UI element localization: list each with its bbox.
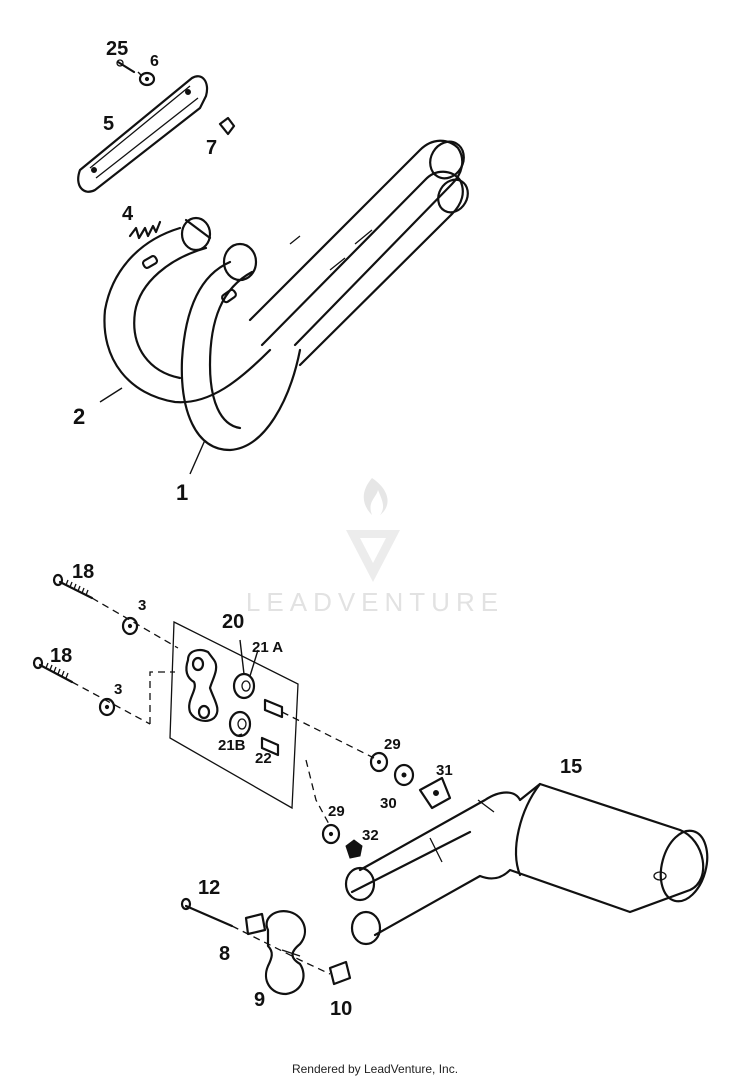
washer-29-lower-part	[321, 823, 341, 845]
leadventure-watermark: LEADVENTURE	[246, 478, 504, 617]
flame-logo-icon	[363, 478, 388, 515]
header-collector-part	[248, 139, 469, 367]
spring-4-part	[128, 220, 162, 240]
bolt-18-lower-part	[32, 656, 74, 684]
callout-20: 20	[222, 611, 244, 633]
callout-3-lower: 3	[114, 681, 122, 698]
render-credit-footer: Rendered by LeadVenture, Inc.	[291, 1062, 459, 1076]
callout-31: 31	[436, 762, 453, 779]
washer-30-part	[393, 763, 415, 787]
callout-29-upper: 29	[384, 736, 401, 753]
leader-lines	[71, 71, 375, 975]
callout-9: 9	[254, 989, 265, 1011]
bolt-18-upper-part	[52, 573, 94, 600]
callout-29-lower: 29	[328, 803, 345, 820]
callout-21a: 21 A	[252, 639, 283, 656]
header-pipe-2-part	[103, 216, 272, 404]
callout-8: 8	[219, 943, 230, 965]
callout-25: 25	[106, 38, 128, 60]
callout-21b: 21B	[218, 737, 246, 754]
callout-5: 5	[103, 113, 114, 135]
callout-6: 6	[150, 53, 159, 70]
nut-32-part	[345, 839, 363, 859]
clip-31-part	[418, 776, 452, 810]
clamp-9-part	[264, 910, 307, 996]
callout-12: 12	[198, 877, 220, 899]
v-logo-icon	[346, 530, 400, 582]
callout-15: 15	[560, 756, 582, 778]
callout-3-upper: 3	[138, 597, 146, 614]
washer-6-part	[138, 71, 156, 87]
callout-7: 7	[206, 137, 217, 159]
watermark-text: LEADVENTURE	[246, 587, 504, 617]
heat-shield-part	[77, 75, 209, 193]
callouts: 1 2 25 6 5 7 4 18 3 20 21 A 18 3 21B 22 …	[50, 38, 582, 1020]
pin-10-part	[328, 960, 352, 986]
bolt-25-part	[116, 59, 136, 74]
callout-10: 10	[330, 998, 352, 1020]
callout-1: 1	[176, 480, 188, 505]
muffler-15-part	[344, 782, 709, 946]
washer-3-upper-part	[121, 616, 139, 636]
bracket-kit-20-part	[169, 620, 299, 810]
nut-7-part	[218, 116, 236, 136]
callout-4: 4	[122, 203, 134, 225]
callout-18-lower: 18	[50, 645, 72, 667]
pin-8-part	[244, 912, 267, 936]
bolt-12-part	[180, 897, 234, 928]
header-pipe-1-part	[180, 242, 302, 452]
callout-22: 22	[255, 750, 272, 767]
callout-18-upper: 18	[72, 561, 94, 583]
washer-3-lower-part	[98, 697, 116, 717]
callout-2: 2	[73, 404, 85, 429]
callout-30: 30	[380, 795, 397, 812]
callout-32: 32	[362, 827, 379, 844]
washer-29-upper-part	[369, 751, 389, 773]
